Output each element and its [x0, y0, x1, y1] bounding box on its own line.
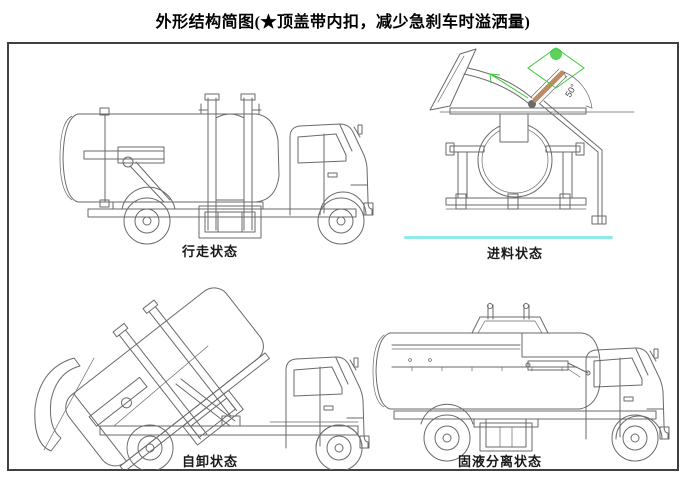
label-feeding-state: 进料状态	[486, 246, 543, 261]
figure-separation-state	[372, 303, 670, 462]
page-title: 外形结构简图(★顶盖带内扣，减少急刹车时溢洒量)	[155, 14, 531, 31]
label-driving-state: 行走状态	[181, 244, 238, 259]
figure-feeding-state: 50°	[429, 47, 635, 225]
feed-state-underline	[404, 236, 613, 239]
figure-driving-state	[59, 93, 374, 245]
lid-angle-label: 50°	[563, 82, 579, 99]
label-dumping-state: 自卸状态	[181, 454, 238, 469]
figure-dumping-state	[34, 287, 370, 470]
label-separation-state: 固液分离状态	[457, 454, 542, 469]
page-frame	[7, 42, 679, 471]
